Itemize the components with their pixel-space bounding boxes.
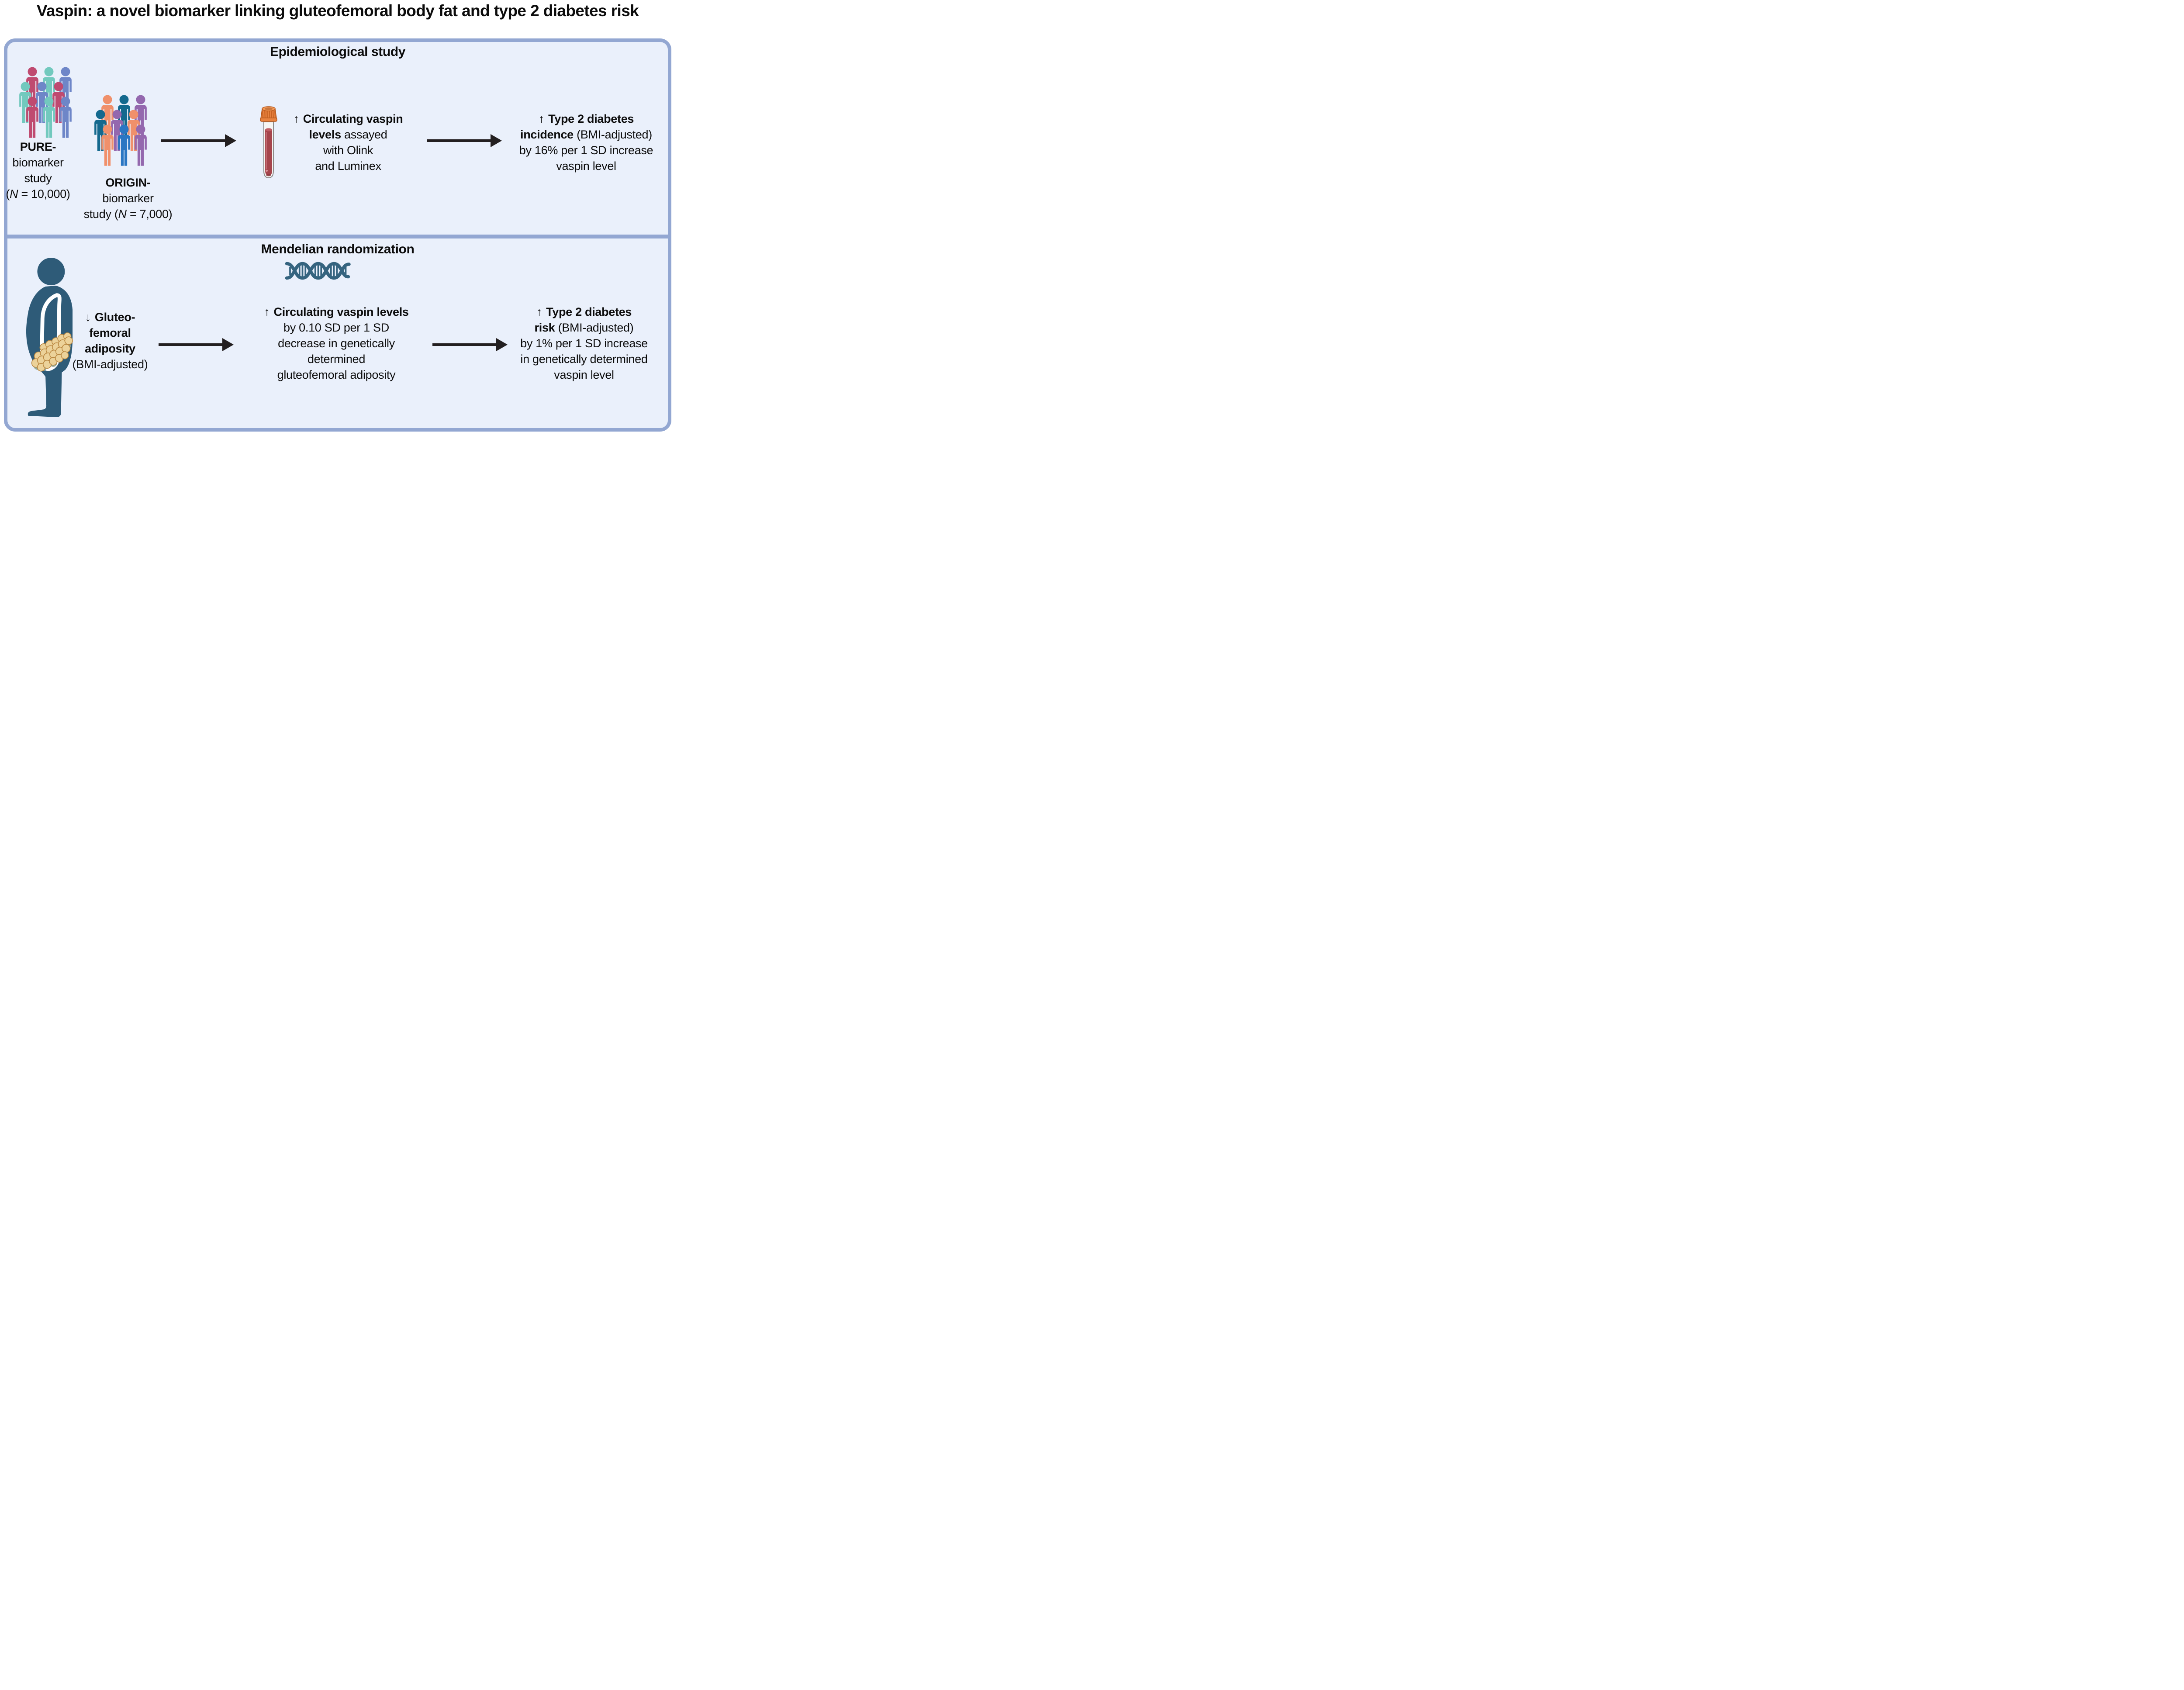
- origin-study-label: ORIGIN- biomarker study (N = 7,000): [80, 175, 176, 222]
- pure-study-name: PURE-: [20, 140, 56, 153]
- arrow-right-icon: [432, 338, 508, 351]
- body-silhouette-icon: [26, 258, 73, 417]
- figure-title: Vaspin: a novel biomarker linking gluteo…: [36, 2, 639, 20]
- people-group-origin-icon: [91, 93, 150, 168]
- origin-sample-size: study (N = 7,000): [83, 207, 173, 221]
- figure-frame: Epidemiological study PURE- biomarker st…: [4, 38, 671, 432]
- person-icon: [115, 123, 133, 168]
- down-arrow-icon: ↓: [85, 311, 91, 324]
- pure-sample-size: (N = 10,000): [6, 187, 70, 200]
- person-icon: [56, 95, 75, 140]
- up-arrow-icon: ↑: [536, 305, 543, 318]
- dna-helix-icon: [285, 262, 351, 280]
- up-arrow-icon: ↑: [264, 305, 270, 318]
- person-icon: [23, 95, 41, 140]
- up-arrow-icon: ↑: [538, 112, 545, 125]
- figure-page: Vaspin: a novel biomarker linking gluteo…: [0, 0, 675, 435]
- diabetes-incidence-text: ↑Type 2 diabetes incidence (BMI-adjusted…: [519, 112, 653, 173]
- up-arrow-icon: ↑: [293, 112, 300, 125]
- arrow-right-icon: [159, 338, 234, 351]
- panel-divider: [4, 235, 671, 238]
- arrow-right-icon: [427, 134, 502, 147]
- panel-mendelian-randomization: Mendelian randomization: [7, 238, 668, 428]
- diabetes-risk-text: ↑Type 2 diabetes risk (BMI-adjusted) by …: [520, 305, 648, 381]
- panel-epidemiological-study: Epidemiological study PURE- biomarker st…: [6, 42, 668, 235]
- panel1-heading: Epidemiological study: [270, 45, 405, 59]
- vaspin-levels-text: ↑Circulating vaspin levels assayed with …: [293, 112, 403, 173]
- blood-tube-icon: [260, 106, 277, 179]
- vaspin-mr-text: ↑Circulating vaspin levels by 0.10 SD pe…: [264, 305, 409, 381]
- gluteofemoral-adiposity-text: ↓Gluteo- femoral adiposity (BMI-adjusted…: [72, 311, 148, 371]
- inner-torso-outline: [39, 293, 62, 371]
- person-icon: [98, 123, 117, 168]
- fat-cells-icon: [31, 332, 73, 372]
- people-group-pure-icon: [16, 66, 75, 140]
- person-icon: [131, 123, 150, 168]
- origin-study-name: ORIGIN-: [105, 176, 151, 189]
- pure-study-label: PURE- biomarker study (N = 10,000): [0, 139, 86, 202]
- arrow-right-icon: [161, 134, 236, 147]
- person-icon: [40, 95, 58, 140]
- panel2-heading: Mendelian randomization: [261, 242, 415, 256]
